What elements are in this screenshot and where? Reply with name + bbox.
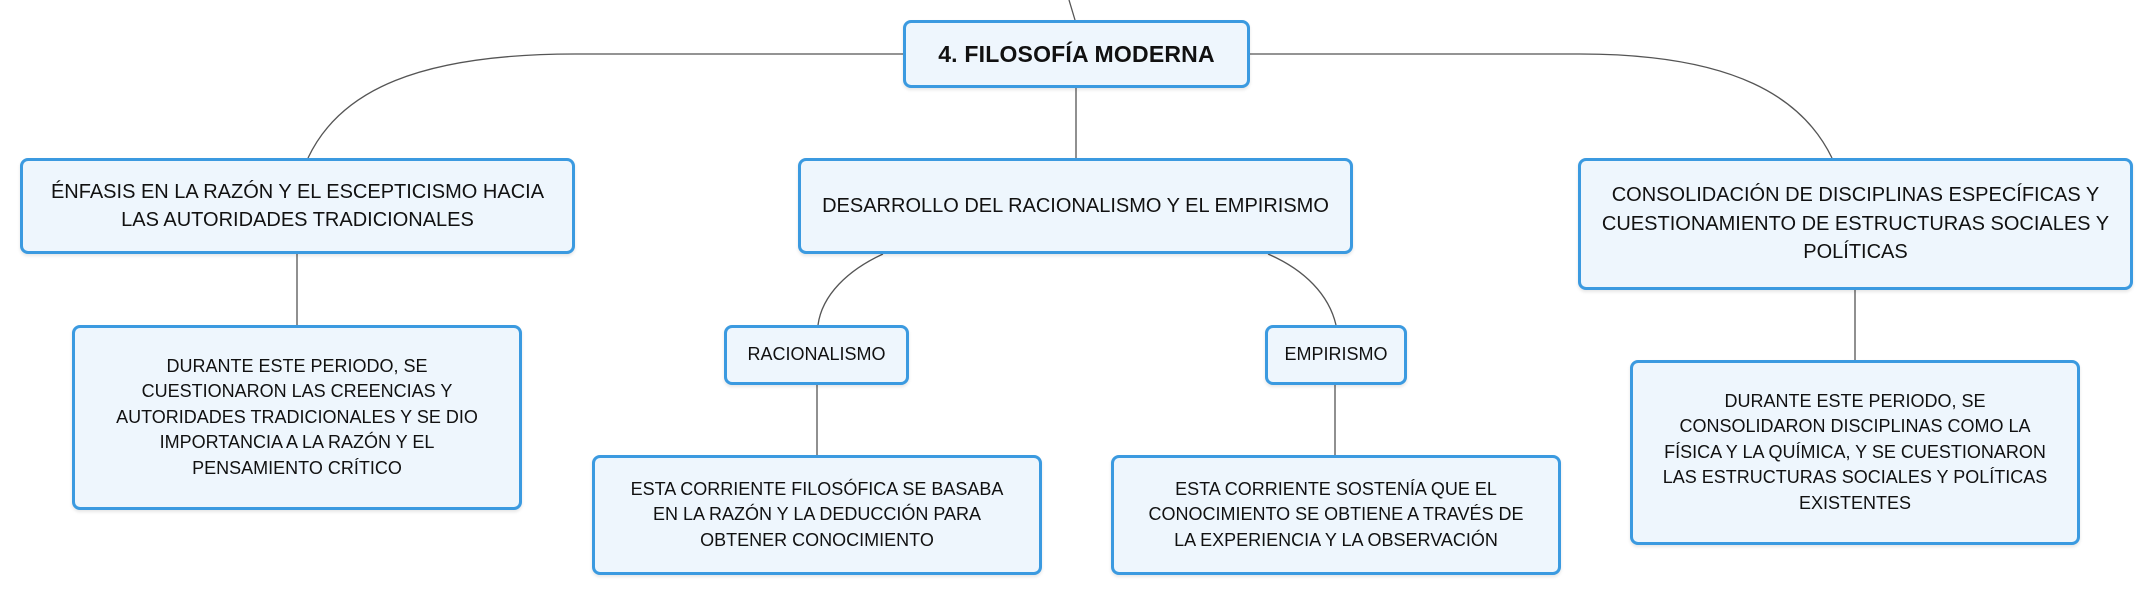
subtopic-node-empirismo[interactable]: EMPIRISMO bbox=[1265, 325, 1407, 385]
subtopic-label-empirismo: EMPIRISMO bbox=[1284, 344, 1388, 365]
detail-node-consolidacion-disciplinas[interactable]: DURANTE ESTE PERIODO, SE CONSOLIDARON DI… bbox=[1630, 360, 2080, 545]
connector-root-to-branch-right bbox=[1249, 53, 1833, 159]
branch-node-enfasis-razon[interactable]: ÉNFASIS EN LA RAZÓN Y EL ESCEPTICISMO HA… bbox=[20, 158, 575, 254]
detail-node-empirismo[interactable]: ESTA CORRIENTE SOSTENÍA QUE EL CONOCIMIE… bbox=[1111, 455, 1561, 575]
branch-label-enfasis-razon: ÉNFASIS EN LA RAZÓN Y EL ESCEPTICISMO HA… bbox=[50, 180, 545, 231]
connector-branch-center-to-empirismo bbox=[1267, 253, 1337, 326]
connector-root-to-branch-left bbox=[307, 53, 903, 159]
branch-node-consolidacion-disciplinas[interactable]: CONSOLIDACIÓN DE DISCIPLINAS ESPECÍFICAS… bbox=[1578, 158, 2133, 290]
branch-label-consolidacion-disciplinas: CONSOLIDACIÓN DE DISCIPLINAS ESPECÍFICAS… bbox=[1601, 184, 2110, 264]
branch-node-desarrollo-racionalismo-empirismo[interactable]: DESARROLLO DEL RACIONALISMO Y EL EMPIRIS… bbox=[798, 158, 1353, 254]
subtopic-label-racionalismo: RACIONALISMO bbox=[747, 344, 886, 365]
detail-text-consolidacion-disciplinas: DURANTE ESTE PERIODO, SE CONSOLIDARON DI… bbox=[1662, 390, 2048, 513]
central-topic-label: 4. FILOSOFÍA MODERNA bbox=[938, 40, 1215, 67]
subtopic-node-racionalismo[interactable]: RACIONALISMO bbox=[724, 325, 909, 385]
detail-text-enfasis-razon: DURANTE ESTE PERIODO, SE CUESTIONARON LA… bbox=[116, 355, 478, 478]
detail-text-empirismo: ESTA CORRIENTE SOSTENÍA QUE EL CONOCIMIE… bbox=[1148, 478, 1524, 550]
detail-node-racionalismo[interactable]: ESTA CORRIENTE FILOSÓFICA SE BASABA EN L… bbox=[592, 455, 1042, 575]
central-topic-node[interactable]: 4. FILOSOFÍA MODERNA bbox=[903, 20, 1250, 88]
connector-to-root-from-above bbox=[1068, 0, 1076, 21]
connector-branch-center-to-racionalismo bbox=[817, 253, 884, 326]
detail-text-racionalismo: ESTA CORRIENTE FILOSÓFICA SE BASABA EN L… bbox=[630, 478, 1004, 550]
detail-node-enfasis-razon[interactable]: DURANTE ESTE PERIODO, SE CUESTIONARON LA… bbox=[72, 325, 522, 510]
branch-label-desarrollo-racionalismo-empirismo: DESARROLLO DEL RACIONALISMO Y EL EMPIRIS… bbox=[822, 194, 1329, 217]
